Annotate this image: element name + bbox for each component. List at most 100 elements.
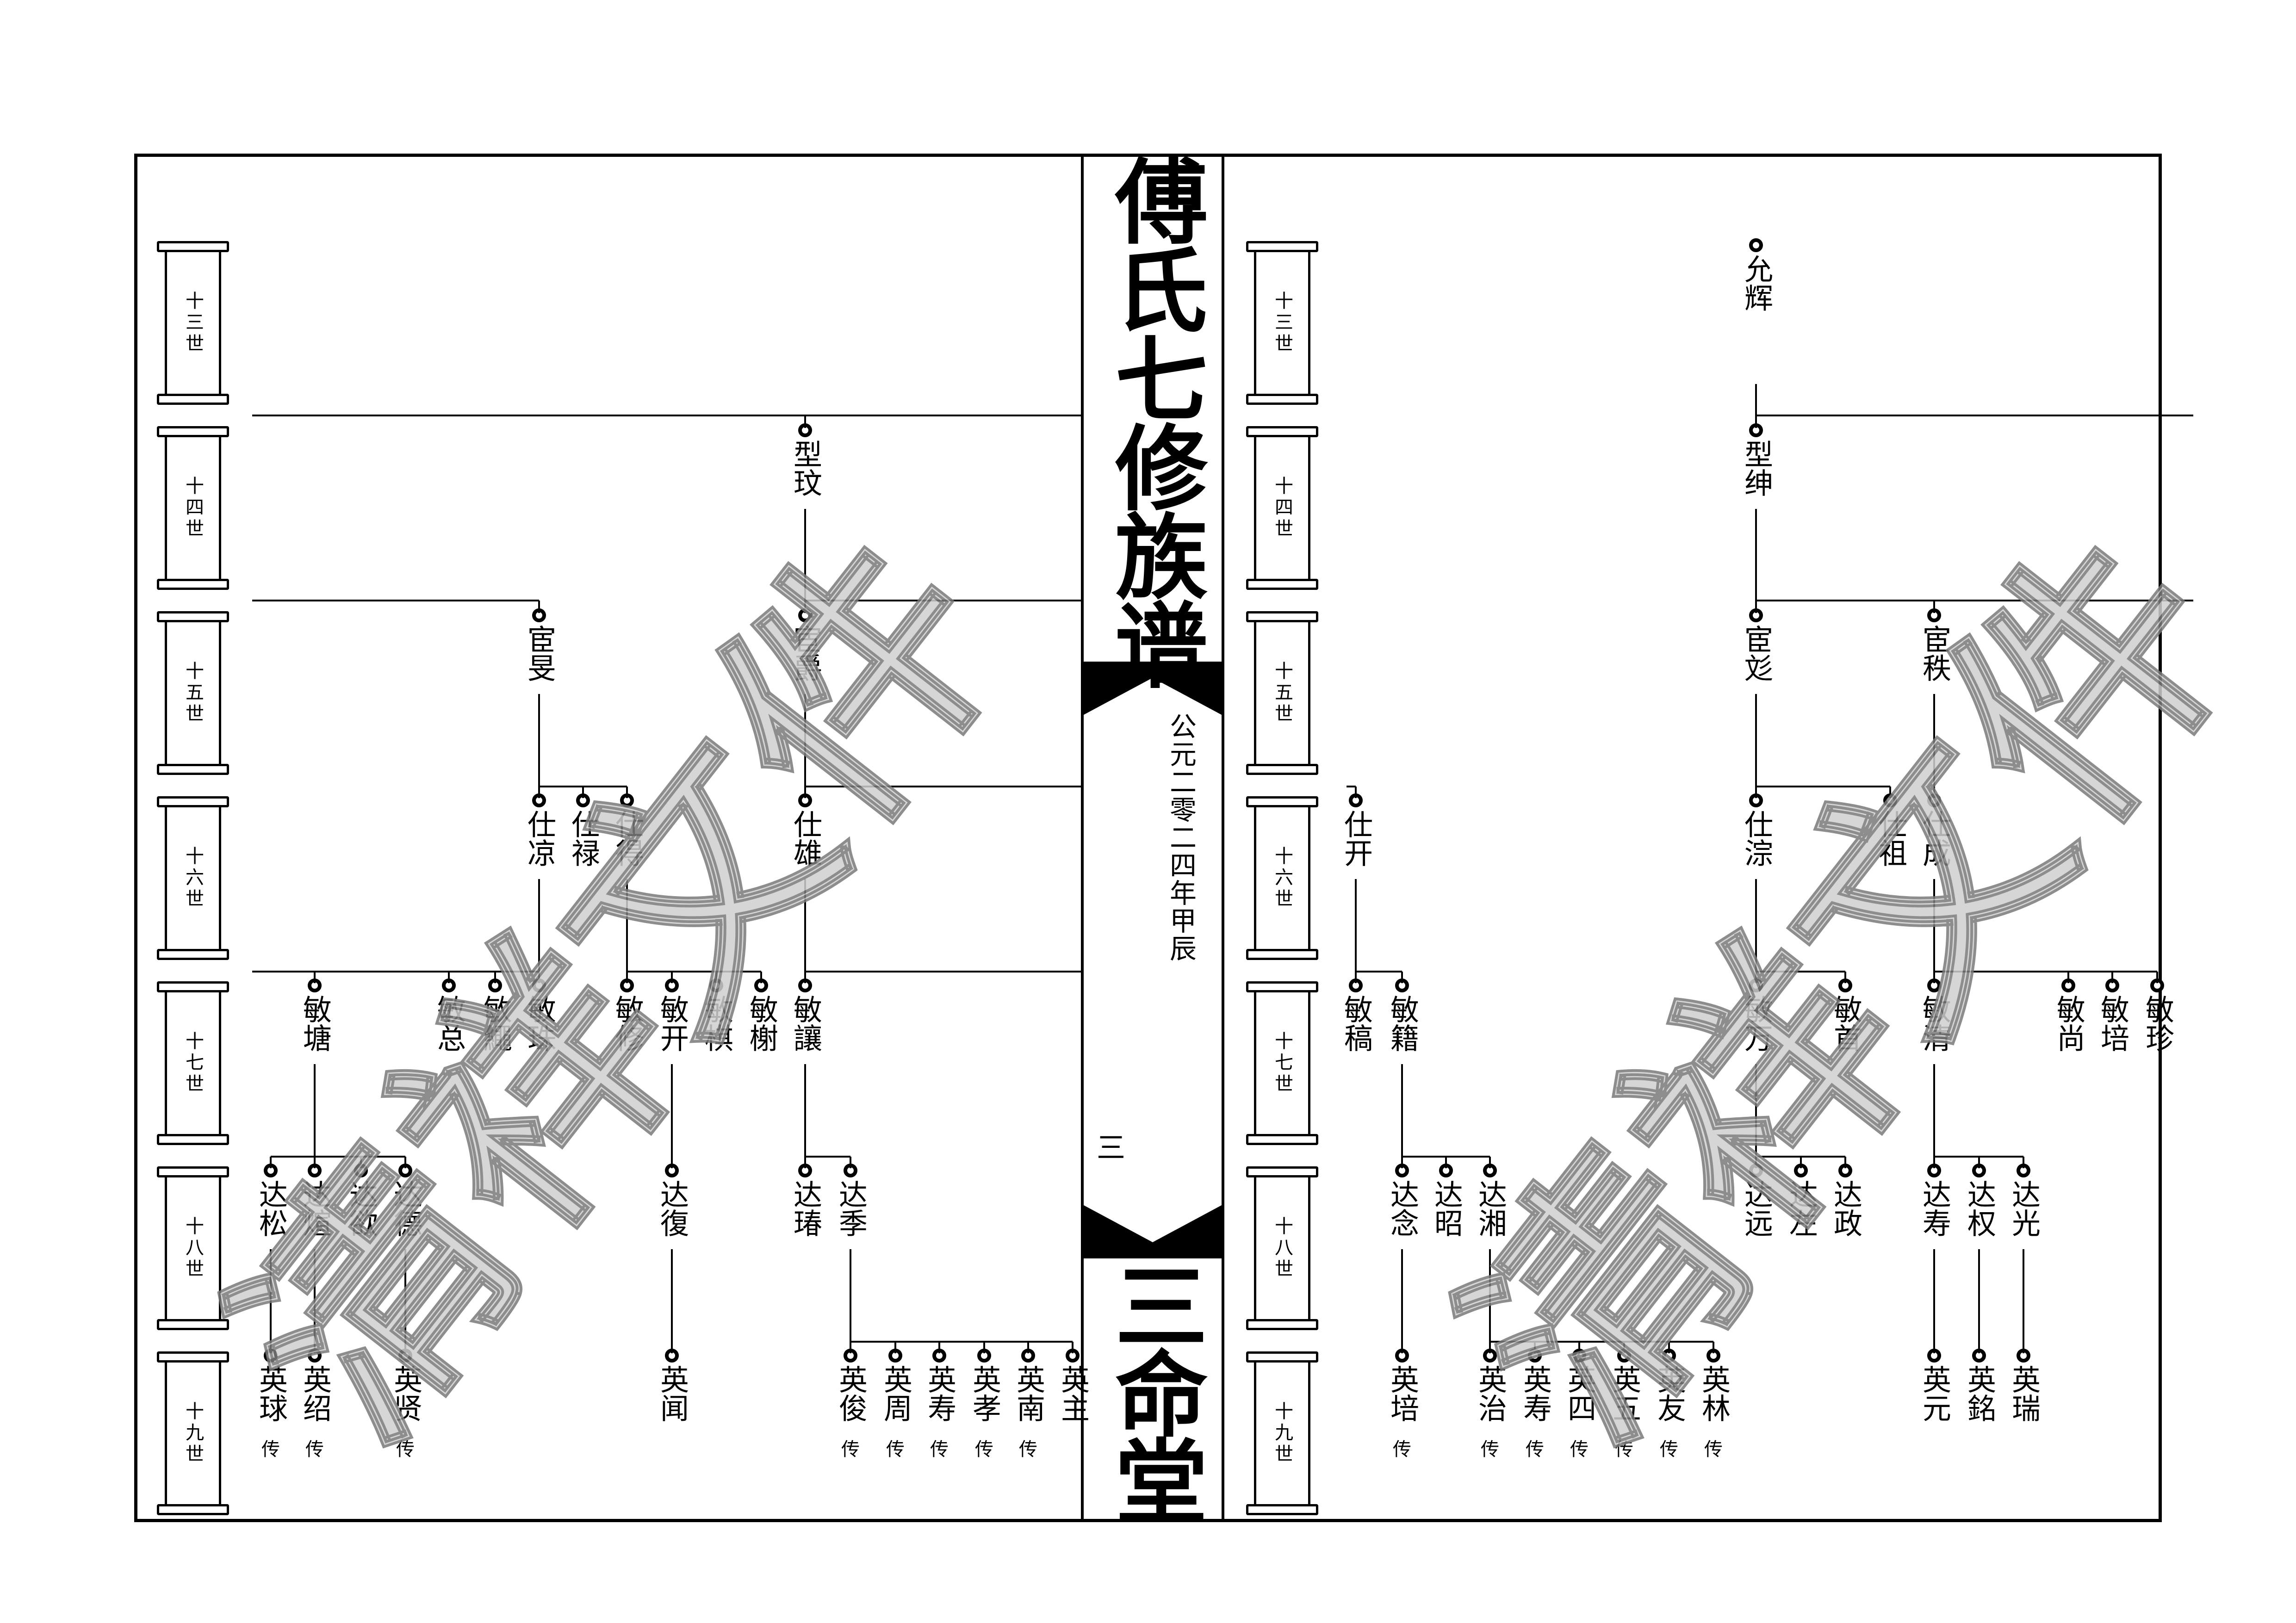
member-name: 达欲	[344, 1180, 378, 1237]
generation-label: 十五世	[182, 661, 204, 725]
member-name: 仕凉	[522, 810, 556, 867]
member-name: 仕禄	[566, 810, 600, 867]
member-name: 英贤	[389, 1365, 422, 1422]
member-name: 达寿	[1917, 1180, 1951, 1237]
generation-tab: 十四世	[157, 426, 229, 590]
member-name: 英銘	[1962, 1365, 1996, 1422]
member-name: 仕淙	[1739, 810, 1773, 867]
member-name: 英五	[1607, 1365, 1641, 1422]
member-name: 型玟	[788, 440, 822, 497]
succession-mark: 传	[1570, 1439, 1589, 1460]
member-name: 英瑞	[2007, 1365, 2041, 1422]
succession-mark: 传	[261, 1439, 280, 1460]
member-name: 敏棋	[700, 995, 733, 1052]
spine-left-border	[1081, 154, 1084, 1522]
succession-mark: 传	[1704, 1439, 1723, 1460]
hall-name: 三命堂	[1099, 1258, 1208, 1522]
succession-mark: 传	[1615, 1439, 1633, 1460]
member-name: 英寿	[1518, 1365, 1552, 1422]
member-name: 英球	[254, 1365, 288, 1422]
generation-tab: 十八世	[1246, 1166, 1318, 1330]
member-name: 英林	[1697, 1365, 1731, 1422]
member-name: 宦爵	[788, 625, 822, 682]
member-name: 达昭	[1429, 1180, 1463, 1237]
succession-mark: 传	[1526, 1439, 1544, 1460]
member-name: 英寿	[923, 1365, 956, 1422]
succession-mark: 传	[1481, 1439, 1499, 1460]
member-name: 敏籍	[1385, 995, 1419, 1052]
member-name: 敏塘	[298, 995, 332, 1052]
page-number: 三	[1097, 1131, 1126, 1165]
member-name: 英绍	[298, 1365, 332, 1422]
succession-mark: 传	[975, 1439, 993, 1460]
member-name: 英主	[1056, 1365, 1090, 1422]
generation-label: 十八世	[182, 1216, 204, 1280]
member-name: 型绅	[1739, 440, 1773, 497]
member-name: 英南	[1011, 1365, 1045, 1422]
generation-tab: 十三世	[157, 241, 229, 405]
member-name: 敏培	[2096, 995, 2129, 1052]
generation-tab: 十三世	[1246, 241, 1318, 405]
member-name: 宦旻	[522, 625, 556, 682]
member-dot	[1749, 238, 1763, 252]
member-name: 敏讓	[788, 995, 822, 1052]
member-name: 达瑃	[788, 1180, 822, 1237]
member-name: 英元	[1917, 1365, 1951, 1422]
member-name: 达左	[1784, 1180, 1818, 1237]
member-name: 敏稿	[1339, 995, 1373, 1052]
member-name: 达权	[1962, 1180, 1996, 1237]
generation-label: 十七世	[1272, 1031, 1293, 1095]
member-name: 敏珍	[2141, 995, 2174, 1052]
member-name: 仕雄	[788, 810, 822, 867]
member-name: 宦彣	[1739, 625, 1773, 682]
member-name: 达德	[389, 1180, 422, 1237]
member-name: 英闻	[655, 1365, 689, 1422]
succession-mark: 传	[305, 1439, 324, 1460]
generation-label: 十七世	[182, 1031, 204, 1095]
generation-tab: 十五世	[1246, 611, 1318, 775]
member-name: 达念	[1385, 1180, 1419, 1237]
member-name: 仕得	[610, 810, 644, 867]
spine-chevron-bottom	[1084, 1205, 1222, 1258]
member-name: 达湘	[1473, 1180, 1507, 1237]
member-name: 宦秩	[1917, 625, 1951, 682]
member-name: 达政	[1829, 1180, 1862, 1237]
member-name: 英四	[1563, 1365, 1596, 1422]
member-name: 仕祖	[1874, 810, 1907, 867]
generation-label: 十三世	[182, 291, 204, 355]
spine-right-border	[1222, 154, 1224, 1522]
page-frame	[134, 154, 2162, 1522]
generation-label: 十九世	[182, 1401, 204, 1465]
member-name: 敏万	[1739, 995, 1773, 1052]
member-name: 敏修	[610, 995, 644, 1052]
generation-tab: 十四世	[1246, 426, 1318, 590]
member-name: 达远	[1739, 1180, 1773, 1237]
member-name: 敏榭	[745, 995, 778, 1052]
generation-label: 十四世	[1272, 476, 1293, 540]
member-name: 英俊	[834, 1365, 868, 1422]
member-name: 达季	[834, 1180, 868, 1237]
member-name: 允辉	[1739, 254, 1773, 312]
member-name: 敏清	[1917, 995, 1951, 1052]
member-name: 英孝	[968, 1365, 1001, 1422]
member-name: 英培	[1385, 1365, 1419, 1422]
succession-mark: 传	[396, 1439, 415, 1460]
succession-mark: 传	[1019, 1439, 1037, 1460]
generation-tab: 十九世	[157, 1351, 229, 1515]
book-title: 傅氏七修族谱	[1099, 154, 1208, 687]
generation-label: 十九世	[1272, 1401, 1293, 1465]
generation-tab: 十九世	[1246, 1351, 1318, 1515]
generation-label: 十五世	[1272, 661, 1293, 725]
member-name: 达煊	[298, 1180, 332, 1237]
succession-mark: 传	[1393, 1439, 1411, 1460]
succession-mark: 传	[1660, 1439, 1678, 1460]
generation-tab: 十六世	[157, 796, 229, 960]
member-name: 英周	[879, 1365, 912, 1422]
member-name: 敏尚	[2052, 995, 2085, 1052]
publication-date: 公元二零二四年甲辰	[1165, 712, 1197, 962]
generation-tab: 十五世	[157, 611, 229, 775]
succession-mark: 传	[930, 1439, 949, 1460]
member-name: 敏总	[432, 995, 466, 1052]
